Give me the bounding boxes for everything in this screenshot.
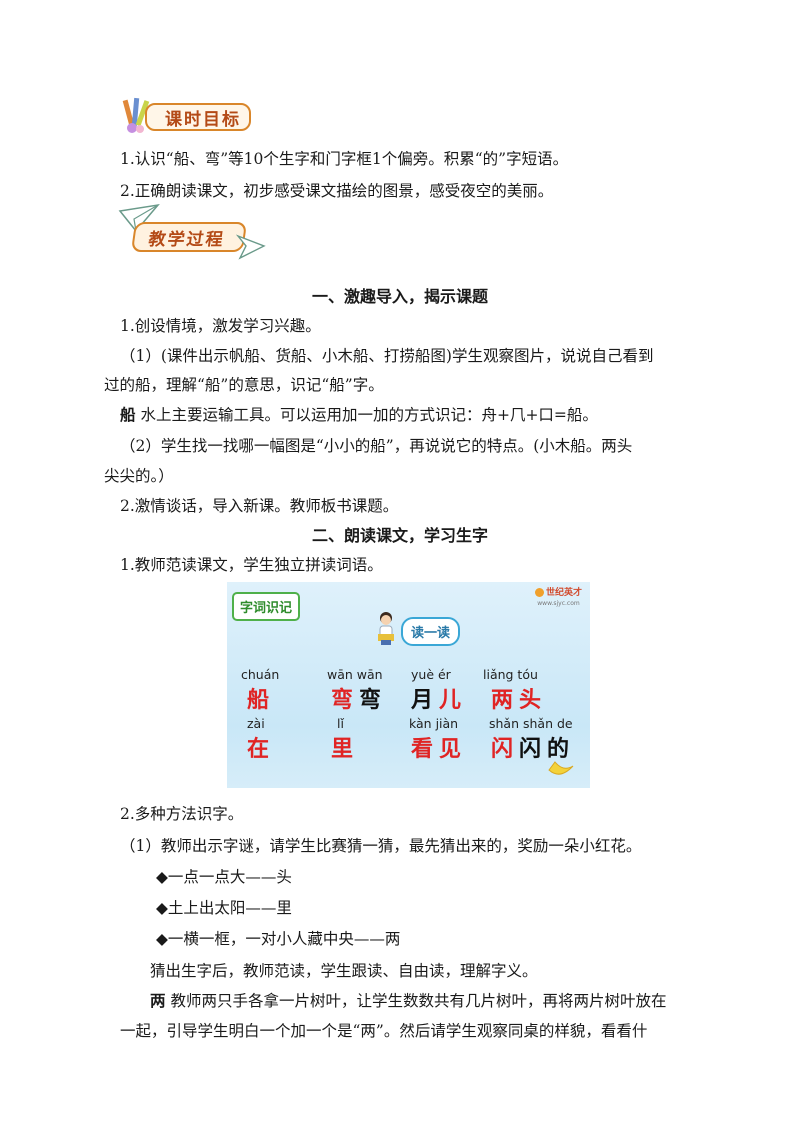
process-banner-title: 教学过程 [147, 229, 227, 250]
pinyin: shǎn shǎn de [489, 716, 573, 731]
logo-icon [534, 588, 544, 597]
vocab-char: 弯 [331, 688, 354, 713]
panel-logo: 世纪英才 www.sjyc.com [534, 588, 582, 609]
paragraph: 尖尖的。） [104, 467, 174, 485]
paragraph: 1.创设情境，激发学习兴趣。 [120, 317, 321, 335]
pinyin: liǎng tóu [483, 667, 538, 682]
paragraph: 一起，引导学生明白一个加一个是“两”。然后请学生观察同桌的样貌，看看什 [120, 1022, 648, 1040]
key-char-text: 水上主要运输工具。可以运用加一加的方式识记：舟+⺇+口=船。 [140, 406, 598, 424]
riddle: ◆一点一点大——头 [156, 868, 292, 886]
key-char: 两 [150, 991, 166, 1010]
vocab-char: 儿 [439, 688, 462, 713]
riddle: ◆一横一框，一对小人藏中央——两 [156, 930, 401, 948]
paper-plane-small-icon [236, 234, 266, 260]
process-banner: 教学过程 [130, 222, 248, 252]
panel-subtitle: 读一读 [401, 617, 461, 646]
pinyin: yuè ér [411, 667, 451, 682]
vocab-char: 在 [247, 737, 270, 762]
pinyin: zài [247, 716, 265, 731]
vocab-char: 月 [411, 688, 434, 713]
goals-banner: 课时目标 [145, 103, 251, 131]
vocab-char: 的 [547, 737, 570, 762]
vocab-char: 里 [331, 737, 354, 762]
pinyin: wān wān [327, 667, 383, 682]
goals-banner-title: 课时目标 [165, 109, 241, 130]
goal-1: 1.认识“船、弯”等10个生字和门字框1个偏旁。积累“的”字短语。 [120, 150, 569, 168]
panel-tag: 字词识记 [232, 592, 301, 621]
riddle: ◆土上出太阳——里 [156, 899, 292, 917]
section-heading-2: 二、朗读课文，学习生字 [311, 526, 488, 545]
vocab-char: 见 [439, 737, 462, 762]
key-char-text: 教师两只手各拿一片树叶，让学生数数共有几片树叶，再将两片树叶放在 [170, 992, 667, 1010]
paragraph: 过的船，理解“船”的意思，识记“船”字。 [104, 376, 384, 394]
vocab-char: 头 [519, 688, 542, 713]
paragraph: 两 教师两只手各拿一片树叶，让学生数数共有几片树叶，再将两片树叶放在 [150, 986, 720, 1016]
paragraph: 猜出生字后，教师范读，学生跟读、自由读，理解字义。 [150, 962, 538, 980]
paragraph: 2.激情谈话，导入新课。教师板书课题。 [120, 497, 399, 515]
paragraph: 1.教师范读课文，学生独立拼读词语。 [120, 556, 383, 574]
pinyin: chuán [241, 667, 280, 682]
paragraph: （1）教师出示字谜，请学生比赛猜一猜，最先猜出来的，奖励一朵小红花。 [120, 837, 642, 855]
paragraph: 船 水上主要运输工具。可以运用加一加的方式识记：舟+⺇+口=船。 [120, 400, 690, 430]
section-heading-1: 一、激趣导入，揭示课题 [311, 287, 488, 306]
vocab-char: 弯 [359, 688, 382, 713]
pinyin: lǐ [337, 716, 344, 731]
pinyin: kàn jiàn [409, 716, 459, 731]
vocab-char: 看 [411, 737, 434, 762]
paragraph: （1）(课件出示帆船、货船、小木船、打捞船图)学生观察图片，说说自己看到 [120, 347, 654, 365]
key-char: 船 [120, 405, 136, 424]
moon-boat-icon [548, 761, 574, 775]
goal-2: 2.正确朗读课文，初步感受课文描绘的图景，感受夜空的美丽。 [120, 182, 554, 200]
vocab-char: 闪 [519, 737, 542, 762]
vocab-char: 船 [247, 688, 270, 713]
vocab-char: 闪 [491, 737, 514, 762]
reading-boy-icon [378, 612, 394, 645]
paragraph: （2）学生找一找哪一幅图是“小小的船”，再说说它的特点。(小木船。两头 [120, 437, 633, 455]
vocab-char: 两 [491, 688, 514, 713]
paragraph: 2.多种方法识字。 [120, 805, 244, 823]
vocab-panel: 字词识记 世纪英才 www.sjyc.com 读一读 chuán 船 wān w… [227, 582, 590, 788]
